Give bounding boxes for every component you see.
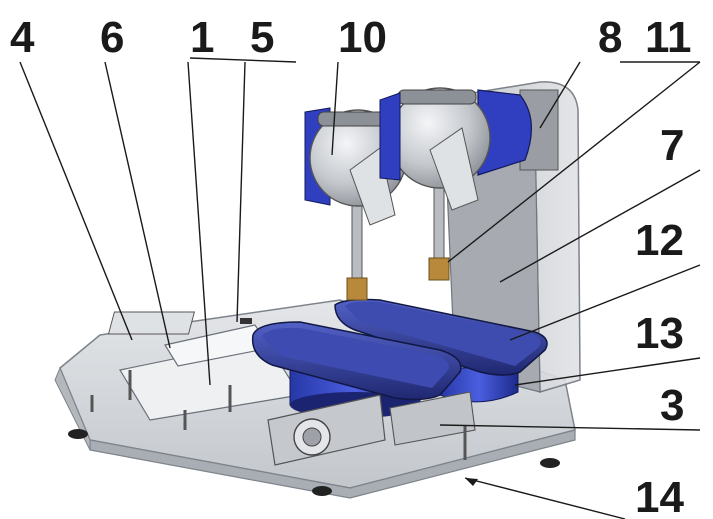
- nozzles: [346, 184, 450, 301]
- leader-lines: [19, 57, 701, 519]
- trays: [251, 298, 548, 401]
- callout-3: 3: [660, 381, 684, 430]
- callout-4: 4: [10, 13, 35, 62]
- callout-10: 10: [338, 13, 387, 62]
- callout-8: 8: [598, 13, 622, 62]
- callout-1: 1: [190, 13, 214, 62]
- callout-14: 14: [635, 473, 684, 519]
- callout-11: 11: [645, 13, 692, 62]
- callout-7: 7: [660, 121, 684, 170]
- feet: [68, 429, 560, 496]
- callout-13: 13: [635, 309, 684, 358]
- callout-6: 6: [100, 13, 124, 62]
- motor-bracket: [267, 391, 476, 466]
- callout-12: 12: [635, 216, 684, 265]
- callout-5: 5: [250, 13, 274, 62]
- callout-labels: 4 6 1 5 10 8 11 7 12 13 3 14: [10, 13, 692, 519]
